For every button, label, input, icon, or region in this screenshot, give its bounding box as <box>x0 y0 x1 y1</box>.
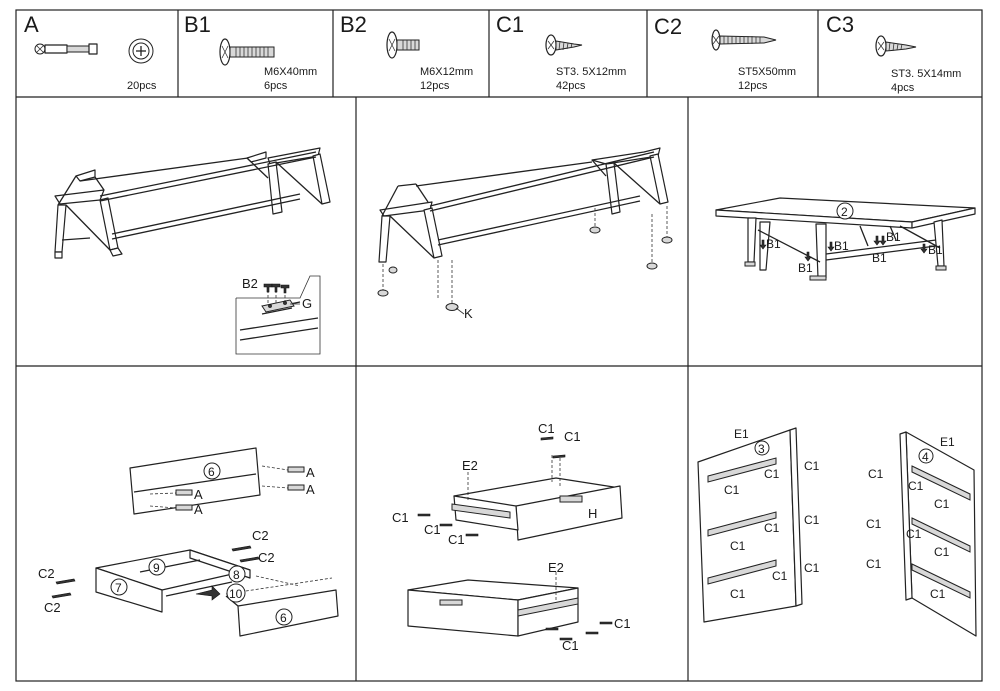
callout-c1-p4-7: C1 <box>866 557 882 571</box>
step3-tabletop: 2 B1 B1 B1 B1 B1 B1 <box>715 197 976 281</box>
callout-c1-top-2: C1 <box>564 429 581 444</box>
hardware-b1-qty: 6pcs <box>264 80 288 92</box>
step4-drawer-assembly: 6 A A A A 9 8 7 10 6 C2 C2 C2 C2 <box>38 447 339 637</box>
hardware-c2-code: C2 <box>654 14 682 39</box>
callout-a-1: A <box>306 465 315 480</box>
part-number-2: 2 <box>841 205 848 219</box>
callout-e2-lower: E2 <box>548 560 564 575</box>
hardware-c2-qty: 12pcs <box>738 80 768 92</box>
callout-c1-p4-2: C1 <box>908 479 924 493</box>
callout-c1-p3-7: C1 <box>804 561 820 575</box>
callout-c2-1: C2 <box>252 528 269 543</box>
hardware-a-code: A <box>24 12 39 37</box>
wood-screw-small-icon <box>545 34 583 56</box>
callout-c1-left-2: C1 <box>424 522 441 537</box>
machine-screw-long-icon <box>219 38 275 66</box>
callout-k: K <box>464 306 473 321</box>
callout-b1-d: B1 <box>872 251 887 265</box>
hardware-c1-code: C1 <box>496 12 524 37</box>
runner-set-panel-3 <box>707 457 777 585</box>
callout-c1-p4-1: C1 <box>868 467 884 481</box>
hardware-a: A 20pcs <box>24 12 157 92</box>
step6-side-panels: 3 E1 C1 C1 C1 C1 C1 C1 C1 C1 C1 4 E1 C1 … <box>697 427 977 637</box>
machine-screw-short-icon <box>386 31 420 59</box>
callout-c2-2: C2 <box>258 550 275 565</box>
callout-a-4: A <box>194 502 203 517</box>
hardware-b2: B2 M6X12mm 12pcs <box>340 12 473 92</box>
step1-detail-inset: B2 G <box>235 275 321 355</box>
callout-c1-p3-6: C1 <box>730 539 746 553</box>
hardware-c1-qty: 42pcs <box>556 80 586 92</box>
wood-screw-medium-icon <box>875 35 917 57</box>
hardware-c2: C2 ST5X50mm 12pcs <box>654 14 796 92</box>
panel-grid <box>15 9 983 682</box>
hardware-legend: A 20pcs B1 M6X40mm 6pcs <box>24 12 961 94</box>
callout-e1-panel4: E1 <box>940 435 955 449</box>
hardware-b1: B1 M6X40mm 6pcs <box>184 12 317 92</box>
cam-bolt-and-lock-icon <box>34 38 154 64</box>
hardware-b2-spec: M6X12mm <box>420 66 473 78</box>
step5-drawer-slides: C1 C1 E2 C1 C1 C1 H E2 C1 C1 <box>392 421 631 653</box>
hardware-c1-spec: ST3. 5X12mm <box>556 66 626 78</box>
hardware-c3: C3 ST3. 5X14mm 4pcs <box>826 12 961 94</box>
callout-c1-p3-5: C1 <box>764 521 780 535</box>
leveling-feet <box>377 206 673 315</box>
part-number-10: 10 <box>229 587 243 601</box>
callout-c1-p3-1: C1 <box>804 459 820 473</box>
part-number-9: 9 <box>153 561 160 575</box>
callout-b1-f: B1 <box>928 243 943 257</box>
callout-e2-upper: E2 <box>462 458 478 473</box>
callout-b1-e: B1 <box>886 230 901 244</box>
callout-c1-p3-2: C1 <box>764 467 780 481</box>
callout-g: G <box>302 296 312 311</box>
callout-a-3: A <box>194 487 203 502</box>
callout-b1-b: B1 <box>798 261 813 275</box>
runner-set-panel-4 <box>911 465 971 599</box>
hardware-b1-code: B1 <box>184 12 211 37</box>
callout-a-2: A <box>306 482 315 497</box>
part-number-8: 8 <box>233 568 240 582</box>
callout-c1-p4-3: C1 <box>934 497 950 511</box>
hardware-b2-qty: 12pcs <box>420 80 450 92</box>
step1-frame-assembly: B2 G <box>54 147 331 355</box>
part-number-4: 4 <box>922 450 929 464</box>
hardware-c3-spec: ST3. 5X14mm <box>891 68 961 80</box>
callout-c1-p4-5: C1 <box>906 527 922 541</box>
callout-e1-panel3: E1 <box>734 427 749 441</box>
part-number-3: 3 <box>758 442 765 456</box>
callout-c1-left-1: C1 <box>392 510 409 525</box>
hardware-c3-qty: 4pcs <box>891 82 915 94</box>
callout-c1-lower-2: C1 <box>562 638 579 653</box>
part-number-6-back: 6 <box>208 465 215 479</box>
callout-c1-p3-8: C1 <box>772 569 788 583</box>
callout-b1-a: B1 <box>766 237 781 251</box>
callout-c1-p4-6: C1 <box>934 545 950 559</box>
hardware-c2-spec: ST5X50mm <box>738 66 796 78</box>
callout-b1-c: B1 <box>834 239 849 253</box>
callout-c1-p3-3: C1 <box>724 483 740 497</box>
callout-c1-p3-4: C1 <box>804 513 820 527</box>
callout-c1-left-3: C1 <box>448 532 465 547</box>
hardware-a-qty: 20pcs <box>127 80 157 92</box>
callout-h: H <box>588 506 597 521</box>
callout-c2-4: C2 <box>44 600 61 615</box>
callout-c1-p4-4: C1 <box>866 517 882 531</box>
callout-c1-p3-9: C1 <box>730 587 746 601</box>
callout-b2: B2 <box>242 276 258 291</box>
part-number-7: 7 <box>115 581 122 595</box>
wood-screw-long-icon <box>711 29 777 51</box>
step2-frame-with-feet: K <box>377 147 673 321</box>
hardware-b1-spec: M6X40mm <box>264 66 317 78</box>
callout-c1-top-1: C1 <box>538 421 555 436</box>
part-number-6-front: 6 <box>280 611 287 625</box>
callout-c2-3: C2 <box>38 566 55 581</box>
callout-c1-p4-8: C1 <box>930 587 946 601</box>
hardware-c3-code: C3 <box>826 12 854 37</box>
hardware-b2-code: B2 <box>340 12 367 37</box>
callout-c1-lower-1: C1 <box>614 616 631 631</box>
hardware-c1: C1 ST3. 5X12mm 42pcs <box>496 12 626 92</box>
